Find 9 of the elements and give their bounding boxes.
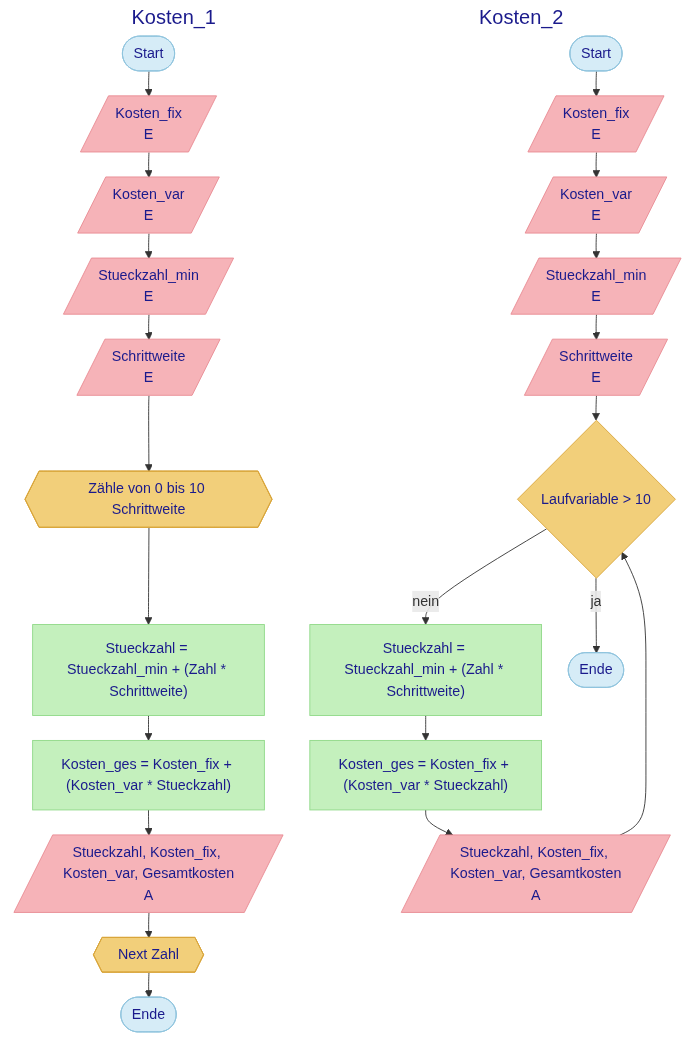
chart-heading: Kosten_2 [479,6,564,29]
edge-label: ja [590,593,602,609]
node-box: Kosten_ges = Kosten_fix + (Kosten_var * Stueckzahl) [309,739,542,811]
edge-label: nein [412,593,440,609]
chart-heading: Kosten_1 [131,6,216,29]
node-box: Stueckzahl = Stueckzahl_min + (Zahl * Schrittweite) [309,624,542,716]
node-box: Stueckzahl = Stueckzahl_min + (Zahl * Schrittweite) [32,624,265,716]
node-box: Kosten_ges = Kosten_fix + (Kosten_var * Stueckzahl) [32,739,265,811]
node-diamond: Laufvariable > 10 [517,419,676,579]
